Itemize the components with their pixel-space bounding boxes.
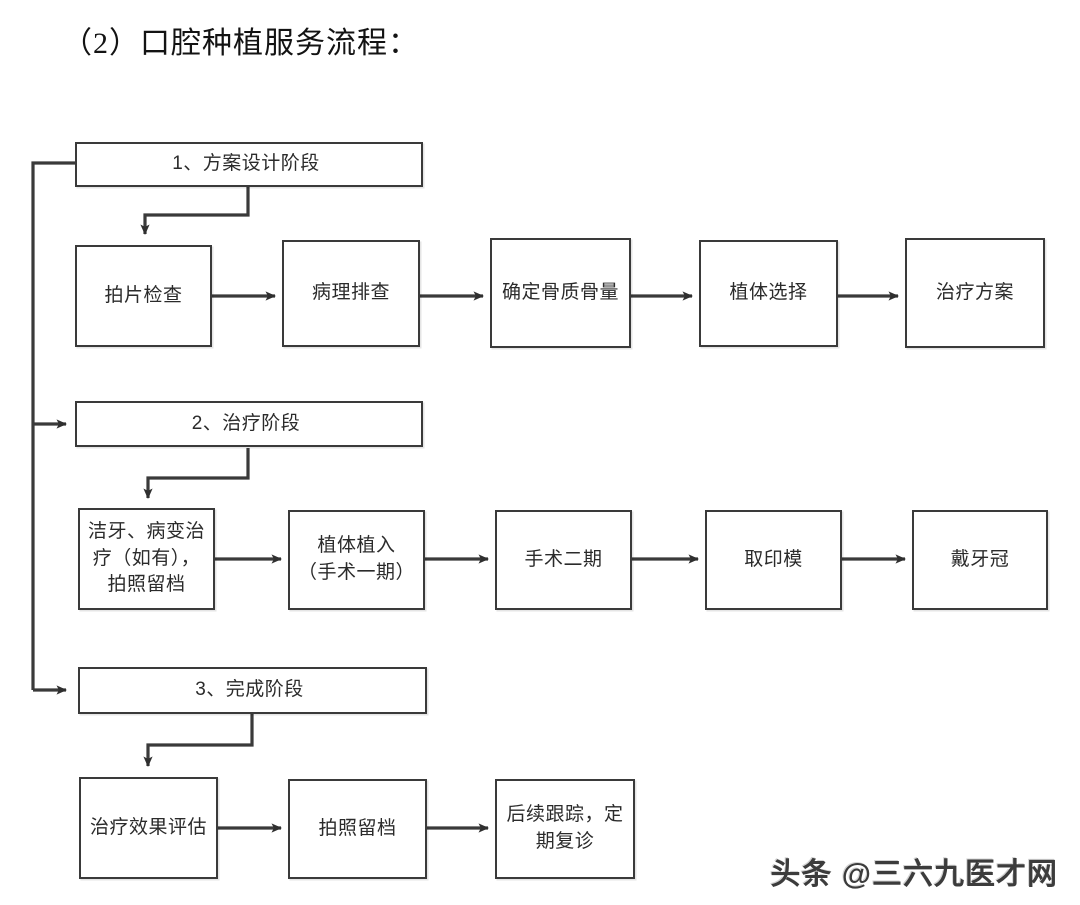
process-box-row2-3-label: 手术二期	[524, 548, 603, 570]
process-box-row1-4[interactable]: 植体选择	[699, 240, 838, 347]
process-box-row1-1[interactable]: 拍片检查	[75, 245, 212, 347]
stage2-to-row2	[143, 448, 250, 499]
process-box-row3-1-label: 治疗效果评估	[89, 816, 207, 838]
stage-box-1-label: 1、方案设计阶段	[172, 153, 320, 175]
stage-box-3[interactable]: 3、完成阶段	[78, 667, 427, 714]
process-box-row2-4[interactable]: 取印模	[705, 510, 842, 610]
process-box-row1-4-label: 植体选择	[729, 282, 808, 304]
stage-box-2-label: 2、治疗阶段	[191, 412, 301, 434]
process-box-row2-2-label: 植体植入 （手术一期）	[297, 535, 415, 583]
process-box-row3-3-label: 后续跟踪，定 期复诊	[506, 804, 624, 852]
process-box-row2-3[interactable]: 手术二期	[495, 510, 632, 610]
process-box-row1-5[interactable]: 治疗方案	[905, 238, 1045, 348]
process-box-row3-2-label: 拍照留档	[318, 817, 397, 839]
process-box-row1-5-label: 治疗方案	[935, 281, 1014, 303]
process-box-row2-5-label: 戴牙冠	[950, 548, 1010, 570]
spine-vertical	[31, 161, 75, 690]
watermark: 头条 @三六九医才网	[770, 858, 1058, 891]
process-box-row2-2[interactable]: 植体植入 （手术一期）	[288, 510, 425, 610]
process-box-row1-3-label: 确定骨质骨量	[501, 281, 619, 303]
process-box-row3-1[interactable]: 治疗效果评估	[79, 777, 218, 879]
stage-box-3-label: 3、完成阶段	[195, 679, 304, 701]
process-box-row3-2[interactable]: 拍照留档	[288, 779, 427, 879]
process-box-row1-2-label: 病理排查	[311, 282, 390, 304]
page-title: （2）口腔种植服务流程：	[62, 27, 419, 60]
process-box-row3-3[interactable]: 后续跟踪，定 期复诊	[495, 779, 635, 879]
stage1-to-row1	[140, 187, 250, 235]
process-box-row2-1-label: 洁牙、病变治 疗（如有）， 拍照留档	[87, 520, 205, 596]
stage-box-2[interactable]: 2、治疗阶段	[75, 401, 423, 447]
stage3-to-row3	[143, 714, 254, 767]
process-box-row1-1-label: 拍片检查	[104, 284, 183, 306]
process-box-row1-2[interactable]: 病理排查	[282, 240, 420, 347]
process-box-row2-4-label: 取印模	[744, 548, 803, 570]
process-box-row2-5[interactable]: 戴牙冠	[912, 510, 1048, 610]
process-box-row2-1[interactable]: 洁牙、病变治 疗（如有）， 拍照留档	[78, 508, 215, 610]
process-box-row1-3[interactable]: 确定骨质骨量	[490, 238, 631, 348]
stage-box-1[interactable]: 1、方案设计阶段	[75, 142, 423, 187]
